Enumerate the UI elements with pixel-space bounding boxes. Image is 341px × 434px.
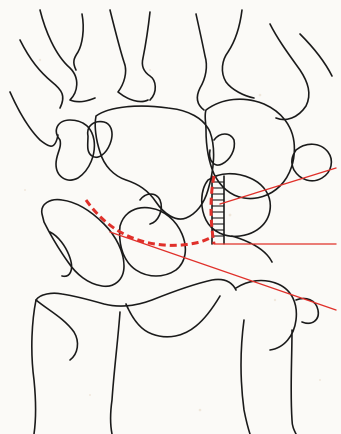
- scaphoid: [42, 200, 124, 287]
- metacarpal-5: [270, 24, 309, 120]
- ulna-head: [236, 281, 296, 350]
- radius-right-shaft: [111, 312, 121, 434]
- ulna-shaft-left: [241, 320, 250, 434]
- ulna-shaft-right: [291, 330, 296, 434]
- distal-carpal-row: [56, 99, 294, 219]
- metacarpal-4b: [222, 10, 254, 98]
- radius-articular: [126, 296, 220, 337]
- radius-styloid: [36, 300, 77, 360]
- hamate: [205, 99, 294, 198]
- metacarpal-3b: [142, 12, 155, 100]
- proximal-carpal-row: [42, 144, 332, 286]
- lunate-fold: [140, 194, 161, 224]
- forearm-bones: [32, 279, 318, 434]
- leader-line-1: [220, 168, 336, 204]
- metacarpal-2: [40, 10, 95, 102]
- radius-left-shaft: [32, 300, 36, 434]
- annotations: [86, 168, 336, 310]
- metacarpal-5b: [300, 34, 332, 76]
- metacarpal-3: [110, 10, 148, 102]
- dashed-carpal-arc: [86, 200, 214, 245]
- metacarpal-2b: [74, 14, 83, 70]
- metacarpal-4: [196, 14, 206, 110]
- capitate: [95, 106, 213, 219]
- triquetrum-tail: [232, 236, 272, 262]
- metacarpal-1: [10, 92, 58, 146]
- radius-outline: [36, 279, 236, 306]
